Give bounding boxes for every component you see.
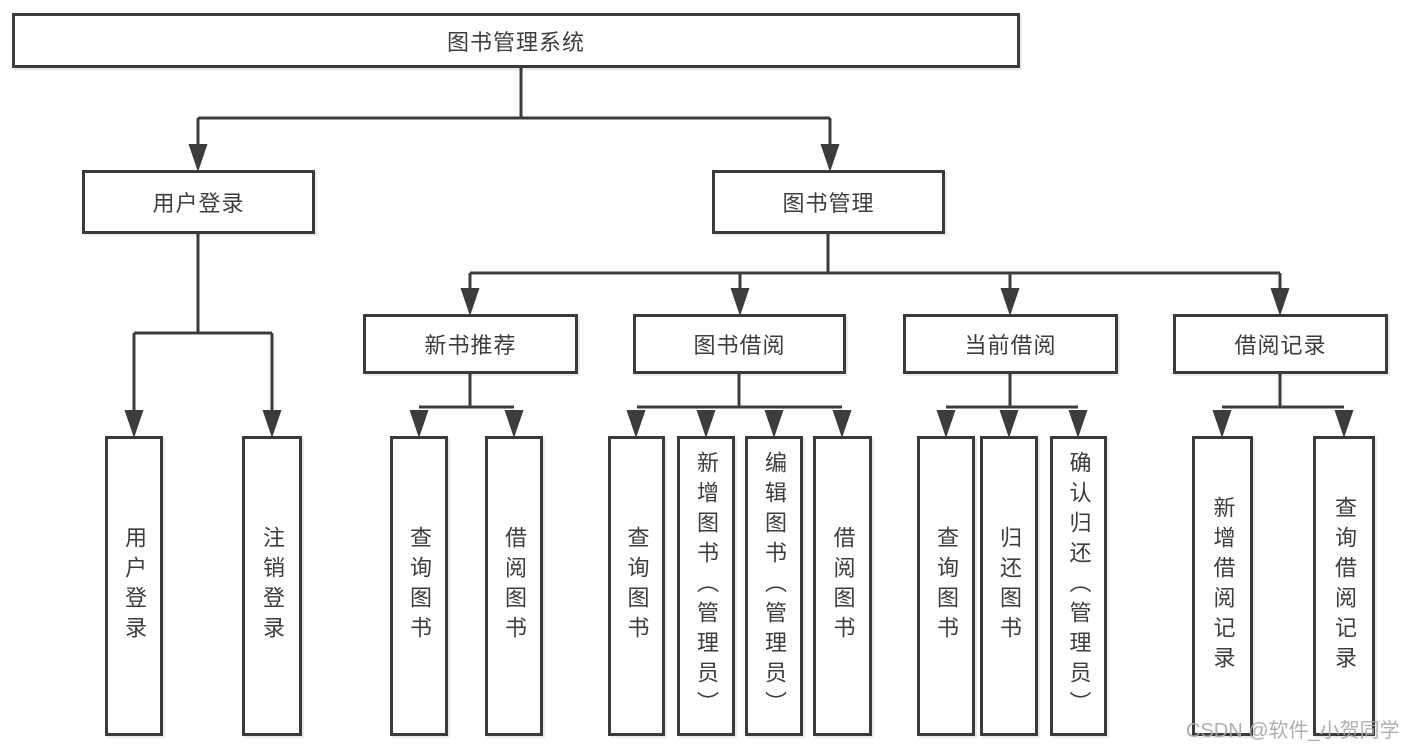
leaf-return-book: 归还图书: [980, 436, 1038, 736]
leaf-add-book-admin-label: 新增图书（管理员）: [694, 451, 719, 721]
csdn-watermark: CSDN @软件_小贺同学: [1186, 720, 1400, 742]
node-book-borrow: 图书借阅: [633, 314, 846, 374]
leaf-logout-label: 注销登录: [260, 526, 285, 646]
leaf-add-borrow-record-label: 新增借阅记录: [1210, 496, 1236, 676]
leaf-add-borrow-record: 新增借阅记录: [1192, 436, 1253, 736]
node-root-system: 图书管理系统: [12, 13, 1020, 68]
leaf-borrow-book-label: 借阅图书: [830, 526, 856, 646]
leaf-confirm-return-admin: 确认归还（管理员）: [1050, 436, 1107, 736]
leaf-user-login: 用户登录: [105, 436, 163, 736]
leaf-recommend-query-book: 查询图书: [390, 436, 448, 736]
node-user-login: 用户登录: [82, 170, 315, 234]
leaf-recommend-borrow-book: 借阅图书: [485, 436, 543, 736]
leaf-borrow-query-book: 查询图书: [608, 436, 665, 736]
leaf-edit-book-admin-label: 编辑图书（管理员）: [762, 451, 787, 721]
node-borrow-records: 借阅记录: [1173, 314, 1388, 374]
node-new-book-recommend: 新书推荐: [363, 314, 578, 374]
leaf-return-book-label: 归还图书: [997, 526, 1022, 646]
leaf-logout: 注销登录: [242, 436, 302, 736]
leaf-recommend-borrow-book-label: 借阅图书: [502, 526, 527, 646]
leaf-current-query-book: 查询图书: [917, 436, 975, 736]
node-book-management: 图书管理: [712, 170, 945, 234]
leaf-edit-book-admin: 编辑图书（管理员）: [745, 436, 803, 736]
leaf-recommend-query-book-label: 查询图书: [407, 526, 432, 646]
leaf-query-borrow-record-label: 查询借阅记录: [1332, 496, 1357, 676]
leaf-add-book-admin: 新增图书（管理员）: [677, 436, 735, 736]
leaf-borrow-book: 借阅图书: [813, 436, 872, 736]
leaf-current-query-book-label: 查询图书: [934, 526, 959, 646]
leaf-user-login-label: 用户登录: [122, 526, 147, 646]
leaf-query-borrow-record: 查询借阅记录: [1313, 436, 1375, 736]
leaf-confirm-return-admin-label: 确认归还（管理员）: [1066, 451, 1092, 721]
node-current-borrow: 当前借阅: [903, 314, 1118, 374]
leaf-borrow-query-book-label: 查询图书: [624, 526, 650, 646]
